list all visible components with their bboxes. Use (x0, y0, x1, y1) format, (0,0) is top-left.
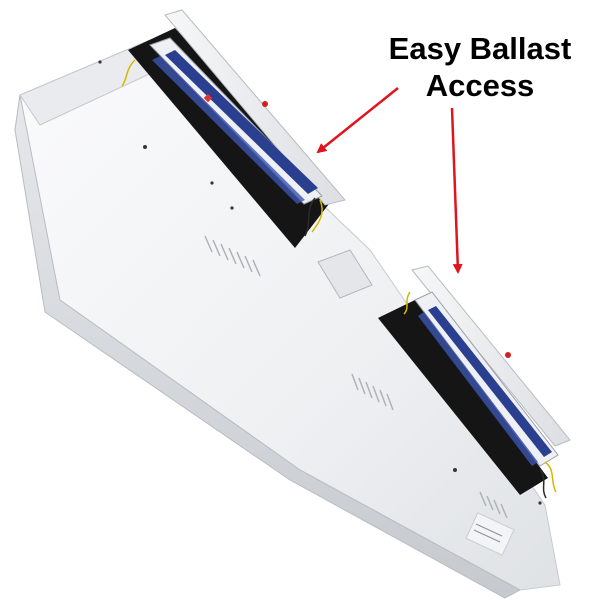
ballast-lid-right (411, 265, 571, 447)
product-label-sticker (465, 512, 515, 556)
callout-line-1: Easy Ballast (388, 31, 572, 66)
wires-right (403, 291, 557, 499)
arrow-down-pointing (450, 107, 463, 274)
fixture-body-top (14, 39, 561, 591)
callout-text: Easy Ballast Access (360, 30, 600, 104)
wires-left (121, 59, 323, 237)
ballast-lid-left (164, 9, 346, 206)
fixture-body-side (14, 94, 522, 599)
callout-line-2: Access (425, 68, 535, 103)
junction-plate (317, 249, 373, 299)
vent-slots-right (479, 491, 508, 519)
arrow-left-pointing (316, 87, 399, 154)
vent-slots-middle (351, 373, 394, 411)
ballast-left (149, 37, 323, 205)
ballast-cavity-right (378, 300, 548, 495)
ballast-right (414, 291, 559, 467)
vent-slots-left (204, 235, 261, 277)
